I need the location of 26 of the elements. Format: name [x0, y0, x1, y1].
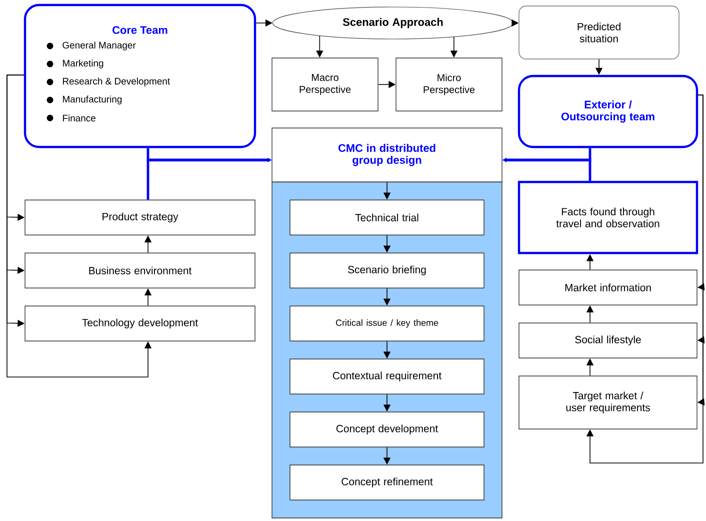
box-heading: Core Team	[112, 26, 168, 34]
process-box: Business environment	[24, 252, 256, 288]
process-box: Technical trial	[290, 200, 484, 236]
bullet-item: General Manager	[46, 42, 136, 50]
process-box: Social lifestyle	[518, 322, 698, 358]
rounded-box: Predicted situation	[518, 6, 680, 60]
process-box: Product strategy	[24, 200, 256, 236]
process-box: Critical issue / key theme	[290, 306, 484, 342]
panel-header: CMC in distributed group design	[272, 128, 502, 182]
process-box: Concept refinement	[290, 464, 484, 500]
process-box: Technology development	[24, 306, 256, 342]
process-box: Concept development	[290, 412, 484, 448]
team-box: Exterior / Outsourcing team	[518, 74, 698, 148]
arrow	[586, 94, 704, 464]
bullet-item: Marketing	[46, 60, 104, 68]
bullet-item: Research & Development	[46, 78, 170, 86]
process-box: Macro Perspective	[272, 58, 378, 112]
process-box: Target market / user requirements	[518, 376, 698, 430]
oval: Scenario Approach	[272, 6, 514, 40]
process-box: Micro Perspective	[396, 58, 502, 112]
process-box: Scenario briefing	[290, 252, 484, 288]
bullet-item: Finance	[46, 114, 96, 122]
bullet-item: Manufacturing	[46, 96, 122, 104]
process-box: Facts found through travel and observation	[518, 180, 698, 254]
process-box: Market information	[518, 270, 698, 306]
process-box: Contextual requirement	[290, 358, 484, 394]
